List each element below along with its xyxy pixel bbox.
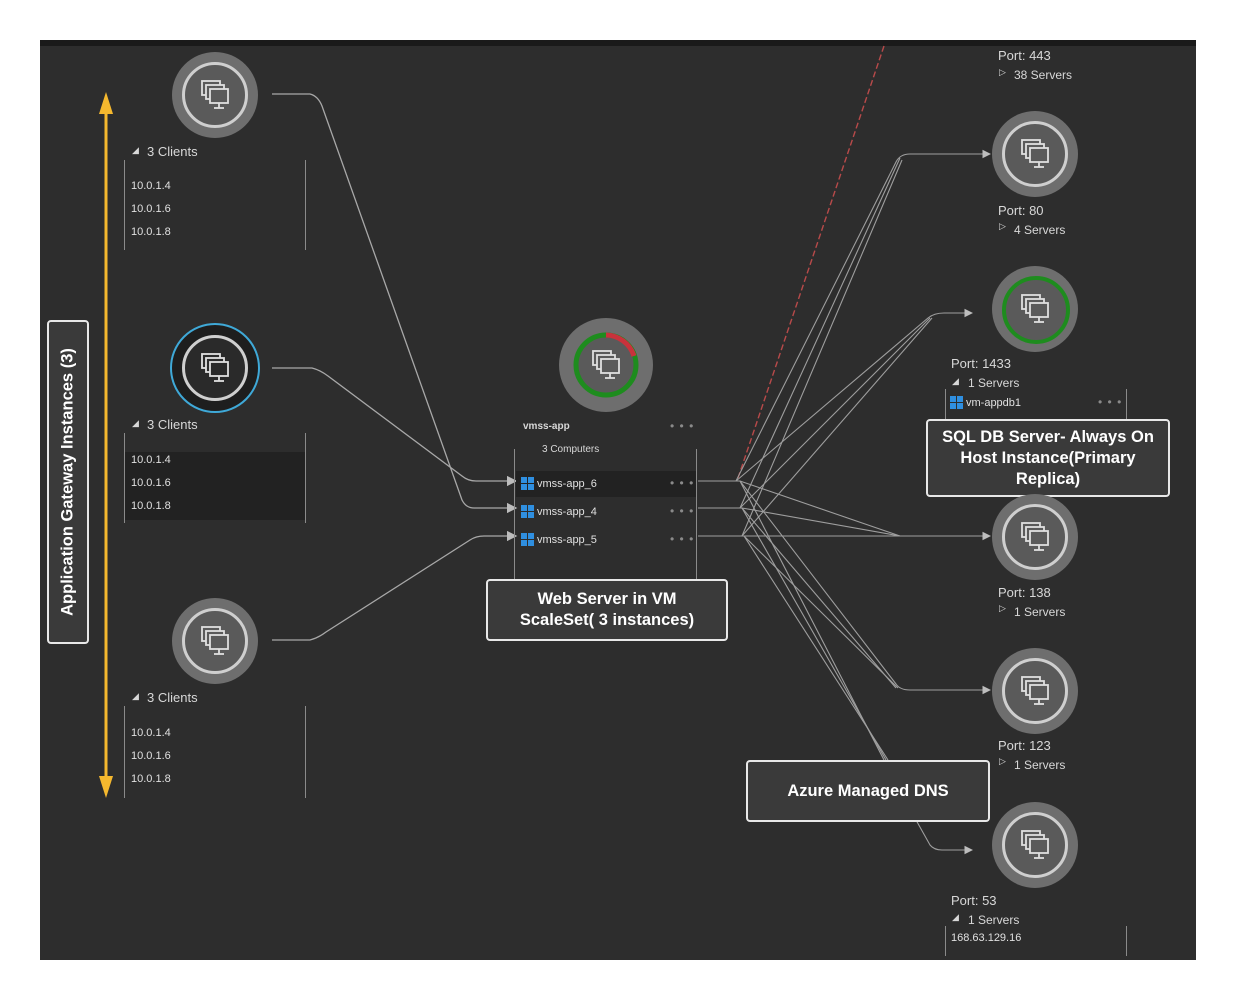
client-ip[interactable]: 10.0.1.8 <box>131 500 171 512</box>
list-divider <box>305 433 306 523</box>
port-53-node[interactable] <box>992 802 1078 888</box>
computer-group-icon <box>992 648 1078 734</box>
server-host-ip[interactable]: 168.63.129.16 <box>951 932 1022 944</box>
vm-instance-row[interactable]: vmss-app_5 <box>521 533 597 546</box>
client-ip[interactable]: 10.0.1.4 <box>131 180 171 192</box>
list-divider <box>1126 389 1127 419</box>
client-connections <box>272 93 518 641</box>
expand-triangle-icon[interactable]: ◢ <box>132 418 139 428</box>
gateway-callout: Application Gateway Instances (3) <box>47 320 89 644</box>
windows-icon <box>950 396 963 409</box>
port-label: Port: 1433 <box>951 356 1011 371</box>
computer-group-icon <box>172 52 258 138</box>
client-count-label: 3 Clients <box>147 690 198 705</box>
computer-group-icon <box>172 598 258 684</box>
client-ip[interactable]: 10.0.1.8 <box>131 773 171 785</box>
vm-instance-name: vmss-app_4 <box>537 505 597 518</box>
server-count: 1 Servers <box>968 913 1020 927</box>
more-options-icon[interactable]: • • • <box>670 532 695 546</box>
port-138-node[interactable] <box>992 494 1078 580</box>
port-label: Port: 80 <box>998 203 1044 218</box>
more-options-icon[interactable]: • • • <box>670 504 695 518</box>
list-divider <box>124 433 125 523</box>
collapsed-triangle-icon[interactable]: ▷ <box>999 756 1006 766</box>
list-divider <box>1126 926 1127 956</box>
list-divider <box>124 160 125 250</box>
collapsed-triangle-icon[interactable]: ▷ <box>999 67 1006 77</box>
server-count: 38 Servers <box>1014 68 1073 82</box>
more-options-icon[interactable]: • • • <box>1098 395 1123 409</box>
port-123-node[interactable] <box>992 648 1078 734</box>
server-count: 1 Servers <box>1014 605 1066 619</box>
sql-db-callout: SQL DB Server- Always On Host Instance(P… <box>926 419 1170 497</box>
collapsed-triangle-icon[interactable]: ▷ <box>999 603 1006 613</box>
client-ip[interactable]: 10.0.1.6 <box>131 477 171 489</box>
gateway-span-arrow <box>99 92 113 798</box>
vmss-name[interactable]: vmss-app <box>523 421 570 432</box>
more-options-icon[interactable]: • • • <box>670 476 695 490</box>
client-ip[interactable]: 10.0.1.6 <box>131 203 171 215</box>
server-host-name: vm-appdb1 <box>966 396 1022 409</box>
expand-triangle-icon[interactable]: ◢ <box>132 691 139 701</box>
computer-group-icon <box>559 318 653 412</box>
dns-callout-text: Azure Managed DNS <box>787 781 949 800</box>
vm-instance-name: vmss-app_5 <box>537 533 597 546</box>
client-ip[interactable]: 10.0.1.8 <box>131 226 171 238</box>
client-node-2-selected[interactable] <box>170 323 260 413</box>
client-count-label: 3 Clients <box>147 417 198 432</box>
vmss-computer-count: 3 Computers <box>542 444 600 455</box>
port-1433-node[interactable] <box>992 266 1078 352</box>
server-connections <box>698 149 992 855</box>
computer-group-icon <box>992 802 1078 888</box>
computer-group-icon <box>172 325 258 411</box>
gateway-callout-text: Application Gateway Instances (3) <box>58 348 77 616</box>
list-divider <box>305 706 306 798</box>
canvas-top-border <box>40 40 1196 46</box>
server-host-row[interactable]: vm-appdb1 <box>950 396 1021 409</box>
client-count-label: 3 Clients <box>147 144 198 159</box>
expand-triangle-icon[interactable]: ◢ <box>952 376 959 386</box>
port-label: Port: 138 <box>998 585 1051 600</box>
alert-connection <box>737 45 885 479</box>
windows-icon <box>521 533 534 546</box>
computer-group-icon <box>992 266 1078 352</box>
client-ip[interactable]: 10.0.1.4 <box>131 454 171 466</box>
port-80-node[interactable] <box>992 111 1078 197</box>
collapsed-triangle-icon[interactable]: ▷ <box>999 221 1006 231</box>
client-node-1[interactable] <box>172 52 258 138</box>
computer-group-icon <box>992 494 1078 580</box>
web-server-callout: Web Server in VM ScaleSet( 3 instances) <box>486 579 728 641</box>
client-node-3[interactable] <box>172 598 258 684</box>
server-count: 1 Servers <box>1014 758 1066 772</box>
vm-instance-name: vmss-app_6 <box>537 477 597 490</box>
vm-instance-row[interactable]: vmss-app_4 <box>521 505 597 518</box>
windows-icon <box>521 477 534 490</box>
server-count: 1 Servers <box>968 376 1020 390</box>
list-divider <box>945 389 946 419</box>
expand-triangle-icon[interactable]: ◢ <box>132 145 139 155</box>
port-label: Port: 443 <box>998 48 1051 63</box>
list-divider <box>945 926 946 956</box>
vm-row-selected-bg <box>516 471 696 497</box>
server-count: 4 Servers <box>1014 223 1066 237</box>
list-divider <box>514 449 515 579</box>
vmss-node[interactable] <box>559 318 653 412</box>
client-ip[interactable]: 10.0.1.4 <box>131 727 171 739</box>
port-label: Port: 123 <box>998 738 1051 753</box>
vm-instance-row[interactable]: vmss-app_6 <box>521 477 597 490</box>
computer-group-icon <box>992 111 1078 197</box>
list-divider <box>696 449 697 579</box>
sql-db-callout-text: SQL DB Server- Always On Host Instance(P… <box>942 427 1154 488</box>
expand-triangle-icon[interactable]: ◢ <box>952 912 959 922</box>
client-ip[interactable]: 10.0.1.6 <box>131 750 171 762</box>
client-list-selected-bg <box>125 452 305 520</box>
windows-icon <box>521 505 534 518</box>
more-options-icon[interactable]: • • • <box>670 419 695 433</box>
port-label: Port: 53 <box>951 893 997 908</box>
list-divider <box>305 160 306 250</box>
list-divider <box>124 706 125 798</box>
dns-callout: Azure Managed DNS <box>746 760 990 822</box>
web-server-callout-text: Web Server in VM ScaleSet( 3 instances) <box>519 590 695 629</box>
